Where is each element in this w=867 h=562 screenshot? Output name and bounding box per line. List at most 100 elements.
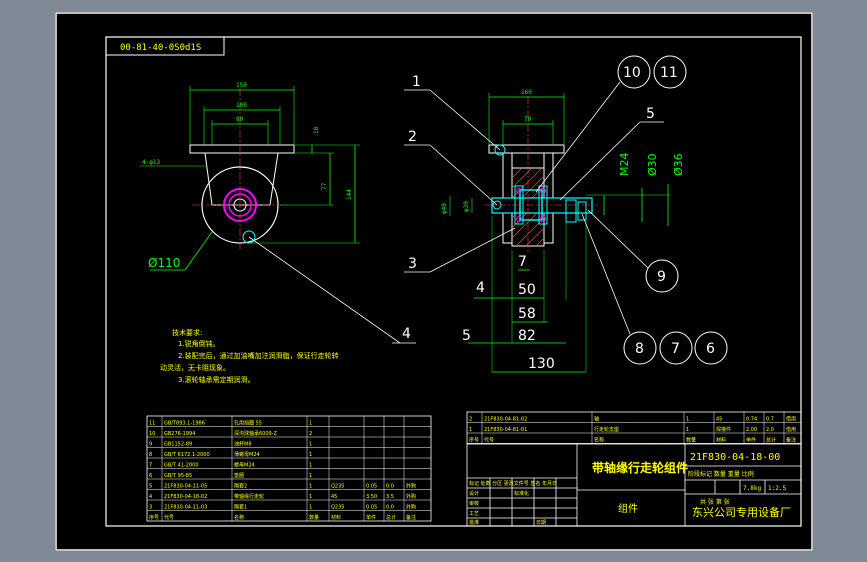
drawing-paper [55,12,813,551]
bom-left-cell: 1 [309,484,312,490]
svg-text:动灵活，无卡阻现象。: 动灵活，无卡阻现象。 [160,363,230,372]
bom-right-cell: 行走轮支座 [594,426,619,433]
bom-right-cell: 借用 [786,416,796,423]
bom-right-cell: 轴 [594,416,599,423]
svg-text:7: 7 [671,341,680,357]
drawing-type: 组件 [618,502,638,515]
bom-left-cell: 1 [309,463,312,469]
code-mirrored: 00-81-40-0S0d1S [120,43,201,53]
svg-text:4-φ13: 4-φ13 [142,159,160,166]
svg-text:φ30: φ30 [463,201,470,212]
callout-1: 1 [412,74,421,90]
sheet-info: 共 张 第 张 [700,498,730,506]
bom-left-cell: 薄螺母M24 [234,451,260,458]
balloon-6 [694,331,728,365]
bom-right-cell: 0.7 [766,417,774,423]
bom-left-cell: 11 [149,421,155,427]
company-name: 东兴公司专用设备厂 [692,505,791,519]
balloon-10 [617,55,651,89]
callout-2: 2 [408,129,417,145]
bom-left-header-cell: 代号 [164,514,174,521]
bom-right-cell: 2 [469,417,472,423]
svg-text:审核: 审核 [469,500,479,507]
bom-left-cell: 4 [149,494,152,500]
callout-3: 3 [408,256,417,272]
bom-right-header-cell: 单件 [746,437,756,444]
dim-7: 7 [518,254,527,270]
bom-left-cell: 1 [309,505,312,511]
svg-text:18: 18 [313,126,320,134]
bom-left-cell: 外购 [406,493,416,500]
bom-left-cell: GB/T 41-2000 [164,463,199,469]
bom-left-cell: 外购 [406,483,416,490]
balloon-7 [659,331,693,365]
bom-right-header-cell: 材料 [716,437,726,444]
svg-text:77: 77 [321,182,328,190]
svg-text:标记 处数 分区 更改文件号 签名 年月日: 标记 处数 分区 更改文件号 签名 年月日 [469,480,557,487]
bom-left-cell: Q235 [331,484,344,490]
bom-right-cell: 1 [686,427,689,433]
bom-right-cell: 45 [716,417,722,423]
scale: 1:2.5 [768,485,786,492]
svg-text:70: 70 [524,116,532,123]
bom-right-header-cell: 序号 [469,437,479,444]
svg-text:2.装配完后，通过加油嘴加注润滑脂，保证行走轮转: 2.装配完后，通过加油嘴加注润滑脂，保证行走轮转 [178,351,339,360]
svg-text:1.锐角倒钝。: 1.锐角倒钝。 [178,339,220,348]
svg-text:日期: 日期 [536,520,546,526]
oil-cup-left [242,230,256,244]
svg-text:φ40: φ40 [441,203,448,214]
balloon-11 [653,55,687,89]
bom-left-header-cell: 名称 [234,514,244,521]
svg-text:批准: 批准 [469,519,479,526]
bom-left-cell: Q235 [331,505,344,511]
bom-right-cell: 焊接件 [716,426,731,433]
svg-text:100: 100 [236,102,247,109]
svg-text:11: 11 [660,65,678,81]
dim-d30: Ø30 [646,153,659,176]
dim-4: 4 [476,280,485,296]
stage-labels: 阶段标记 数量 重量 比例 [688,470,754,478]
code-box [105,36,225,56]
bom-right-header-cell: 数量 [686,437,696,444]
bom-left-cell: 隔套2 [234,483,247,490]
callout-4-left: 4 [402,326,411,342]
bom-right-cell: 21F830-04-81-02 [484,417,527,423]
svg-text:工艺: 工艺 [469,511,479,517]
right-top-plate [488,144,565,154]
callout-5: 5 [646,106,655,122]
bom-left-cell: 6 [149,473,152,479]
bom-left-cell: GB276-1994 [164,431,195,437]
bom-left-cell: 螺母M24 [234,462,255,469]
svg-text:标准化: 标准化 [514,490,529,497]
drawing-code: 21F830-04-18-00 [690,452,780,463]
bom-right-cell: 1 [469,427,472,433]
bom-right-cell: 0.74 [746,417,757,423]
balloon-8 [623,331,657,365]
bom-left-cell: 0.05 [366,484,377,490]
dim-5: 5 [462,328,471,344]
bom-right-cell: 21F830-04-81-01 [484,427,527,433]
svg-text:160: 160 [521,89,532,96]
dim-m24: M24 [618,153,631,177]
svg-text:3.滚轮轴承需定期润滑。: 3.滚轮轴承需定期润滑。 [178,375,255,384]
left-view: 150 100 80 18 77 144 4-φ13 Ø110 4 [140,82,416,344]
dim-82: 82 [518,328,536,344]
bom-left-cell: 1 [309,442,312,448]
bom-left-cell: 1 [309,452,312,458]
left-top-plate [189,144,295,154]
svg-text:8: 8 [635,341,644,357]
bom-left-cell: 1 [309,494,312,500]
svg-text:144: 144 [346,189,353,200]
nut [565,199,577,223]
bom-right-cell: 借用 [786,426,796,433]
dim-d36: Ø36 [672,153,685,176]
bom-left-cell: 1 [309,421,312,427]
svg-text:6: 6 [706,341,715,357]
bom-left-cell: 45 [331,494,337,500]
bom-left-cell: 1 [309,473,312,479]
bom-left-cell: GB/T 95-85 [164,473,192,479]
dim-130: 130 [528,356,555,372]
bom-left-cell: 0.05 [366,505,377,511]
